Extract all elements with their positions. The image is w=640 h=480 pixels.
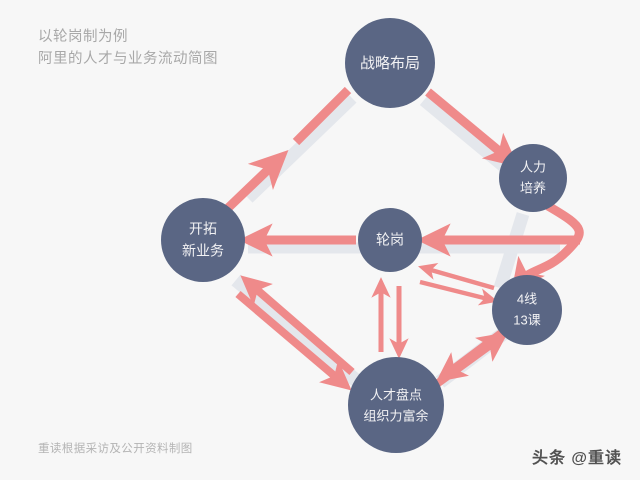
node-talent-review-label-line-2: 组织力富余 — [363, 408, 428, 423]
arrow-four-lines-to-job-rotation — [418, 263, 495, 291]
band-new-business-strategy — [243, 93, 357, 203]
node-new-business-label-line-1: 开拓 — [189, 221, 217, 237]
node-job-rotation[interactable]: 轮岗 — [358, 208, 422, 272]
arrow-pair-job-rotation-four-lines — [418, 263, 499, 306]
node-talent-development-label-line-1: 人力 — [520, 159, 546, 174]
node-talent-development-label-line-2: 培养 — [520, 180, 546, 195]
title-line-2: 阿里的人才与业务流动简图 — [38, 51, 218, 68]
arrow-talent-review-to-new-business — [240, 275, 355, 376]
node-four-lines-label-line-1: 4线 — [517, 291, 537, 306]
arrow-job-rotation-to-four-lines — [419, 279, 499, 306]
diagram-title: 以轮岗制为例 阿里的人才与业务流动简图 — [38, 26, 218, 71]
node-four-lines-thirteen-courses[interactable]: 4线 13课 — [492, 275, 562, 345]
node-talent-development[interactable]: 人力 培养 — [499, 144, 567, 212]
arrow-layer — [224, 86, 584, 391]
node-job-rotation-label: 轮岗 — [376, 232, 404, 248]
arrow-pair-talent-review-four-lines — [431, 324, 511, 390]
node-new-business[interactable]: 开拓 新业务 — [161, 198, 245, 282]
arrow-new-business-to-strategy — [224, 86, 352, 212]
node-new-business-label-line-2: 新业务 — [182, 243, 224, 259]
title-line-1: 以轮岗制为例 — [38, 29, 128, 45]
arrow-talent-review-to-four-lines — [431, 332, 509, 390]
credit-note: 重读根据采访及公开资料制图 — [38, 443, 193, 455]
node-talent-review[interactable]: 人才盘点 组织力富余 — [348, 357, 444, 453]
arrow-new-business-to-talent-review — [235, 290, 352, 391]
band-new-business-talent-review — [231, 274, 363, 388]
node-strategy-label: 战略布局 — [360, 55, 420, 72]
arrow-pair-job-rotation-talent-review — [371, 277, 409, 359]
arrow-strategy-to-talent-development — [425, 88, 519, 168]
watermark: 头条 @重读 — [531, 450, 622, 467]
node-talent-review-label-line-1: 人才盘点 — [370, 387, 422, 402]
node-layer: 战略布局 人力 培养 4线 13课 人才盘点 组织力富余 开拓 新业务 — [161, 18, 567, 453]
node-strategy[interactable]: 战略布局 — [345, 18, 435, 108]
arrow-pair-new-business-talent-review — [235, 275, 355, 391]
arrow-talent-development-hook-to-four-lines — [511, 202, 584, 294]
node-four-lines-label-line-2: 13课 — [513, 312, 540, 327]
band-strategy-talent-development — [419, 94, 511, 174]
